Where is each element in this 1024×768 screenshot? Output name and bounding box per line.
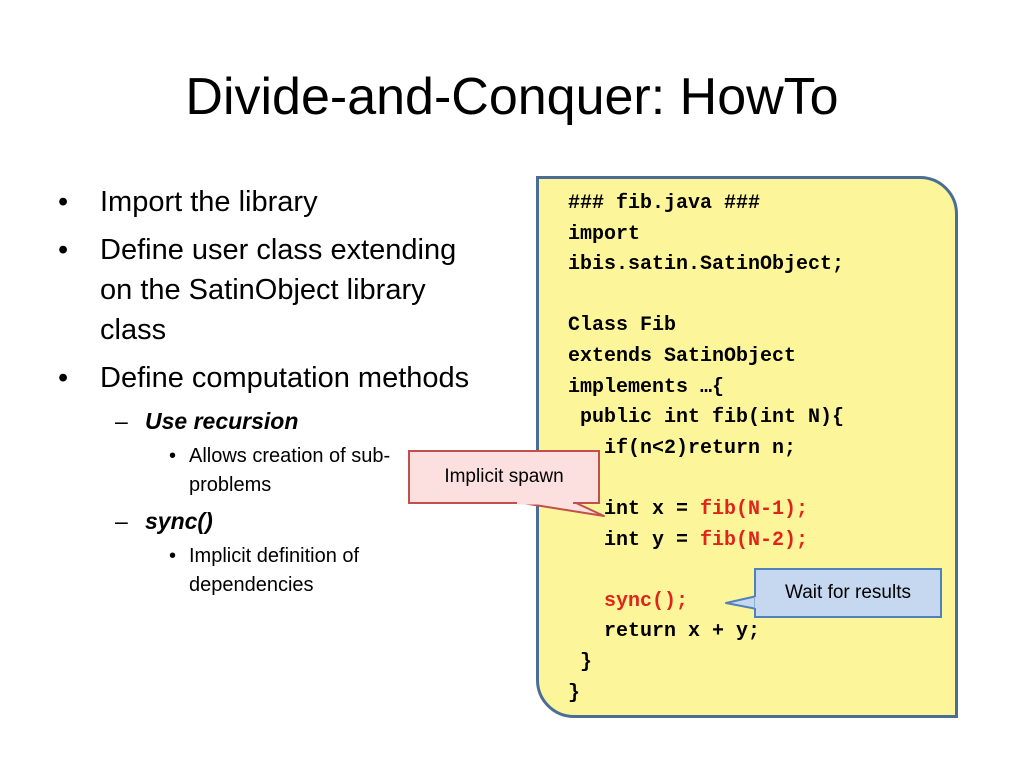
sub-bullet-recursion: – Use recursion	[58, 406, 488, 436]
slide-title: Divide-and-Conquer: HowTo	[185, 68, 839, 126]
code-line: extends SatinObject	[568, 344, 797, 368]
dash-icon: –	[115, 508, 128, 534]
code-line: import	[568, 222, 641, 246]
bullet-dot-icon: •	[169, 445, 177, 467]
wait-for-results-callout: Wait for results	[754, 568, 942, 618]
code-line: Class Fib	[568, 314, 677, 338]
code-line: ### fib.java ###	[568, 192, 761, 215]
bullet-list: • Import the library • Define user class…	[58, 182, 488, 600]
code-line: public int fib(int N){	[568, 406, 845, 430]
code-line: }	[568, 650, 593, 674]
code-highlight: fib(N-1);	[700, 497, 809, 521]
bullet-dot-icon: •	[58, 234, 69, 266]
bullet-dot-icon: •	[58, 362, 69, 394]
implicit-spawn-callout: Implicit spawn	[408, 450, 600, 504]
sub-sub-bullet-recursion: • Allows creation of sub-problems	[58, 442, 419, 500]
sub-bullet-text: Use recursion	[145, 408, 299, 434]
code-line: int y =	[568, 528, 701, 552]
sub-sub-bullet-text: Implicit definition of dependencies	[189, 545, 360, 596]
code-line: ibis.satin.SatinObject;	[568, 253, 845, 277]
bullet-text: Define computation methods	[100, 362, 470, 394]
bullet-text: Define user class extending on the Satin…	[100, 234, 457, 346]
bullet-define-class: • Define user class extending on the Sat…	[58, 230, 488, 350]
code-highlight: fib(N-2);	[700, 528, 809, 552]
bullet-import: • Import the library	[58, 182, 488, 222]
bullet-dot-icon: •	[58, 186, 69, 218]
code-line: return x + y;	[568, 620, 761, 644]
bullet-dot-icon: •	[169, 545, 177, 567]
sub-sub-bullet-text: Allows creation of sub-problems	[189, 445, 391, 496]
sub-bullet-sync: – sync()	[58, 506, 488, 536]
code-line: int x =	[568, 497, 701, 521]
sub-bullet-text: sync()	[145, 508, 213, 534]
code-highlight: sync();	[568, 589, 689, 613]
dash-icon: –	[115, 408, 128, 434]
code-listing: ### fib.java ### import ibis.satin.Satin…	[568, 189, 844, 709]
code-line: }	[568, 681, 581, 705]
bullet-define-methods: • Define computation methods	[58, 358, 488, 398]
bullet-text: Import the library	[100, 186, 318, 218]
sub-sub-bullet-sync: • Implicit definition of dependencies	[58, 542, 419, 600]
code-line: if(n<2)return n;	[568, 436, 797, 460]
code-line: implements …{	[568, 375, 725, 399]
code-box	[536, 176, 958, 718]
